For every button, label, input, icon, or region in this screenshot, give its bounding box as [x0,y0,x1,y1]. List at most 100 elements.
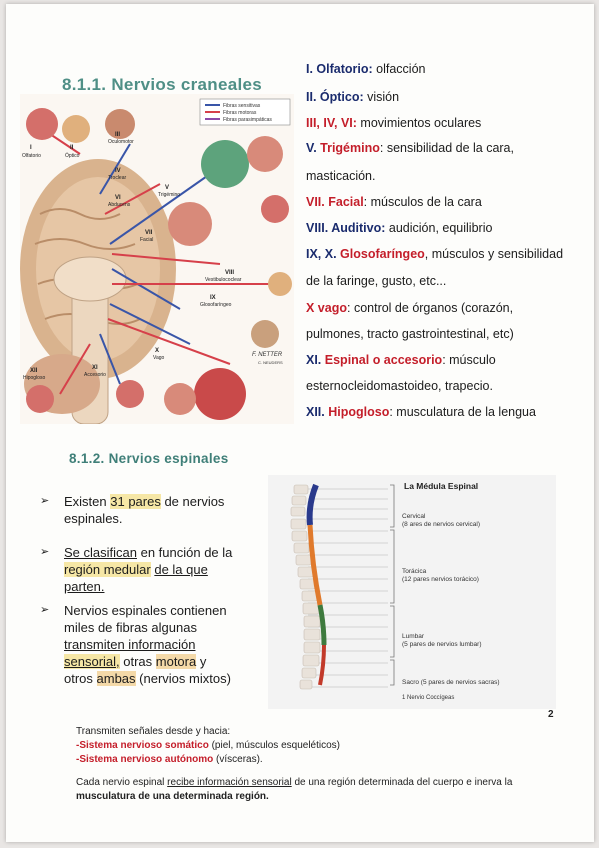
label-troclear: Troclear [108,175,126,181]
label-i: I [30,145,32,151]
label-x: X [155,348,159,354]
cn-text-13: esternocleidomastoideo, trapecio. [306,379,493,393]
label-facial: Facial [140,237,153,243]
cn-name-12: Espinal o accesorio [324,353,443,367]
cn-item-8: IX, X. Glosofaríngeo, músculos y sensibi… [306,247,563,261]
fig2-coccigeo: 1 Nervio Coccígeas [402,695,454,701]
para1-autonomic-desc: (vísceras). [213,754,263,765]
label-oculomotor: Oculomotor [108,139,134,145]
cranial-nerves-figure: Fibras sensitivas Fibras motoras Fibras … [20,94,294,424]
b1-highlight: 31 pares [110,494,161,509]
cn-text-10: : control de órganos (corazón, [347,301,514,315]
label-optico: Óptico [65,152,80,159]
cn-item-11: pulmones, tracto gastrointestinal, etc) [306,327,514,341]
cn-item-10: X vago: control de órganos (corazón, [306,301,513,315]
cn-item-1: I. Olfatorio: olfacción [306,62,425,76]
cn-num-14: XII. [306,405,329,419]
cn-text-4: : sensibilidad de la cara, [379,141,514,155]
bullet-pairs: ➢ Existen 31 pares de nervios espinales. [40,493,224,527]
artist-credit: C. NEUDERS [258,360,283,365]
b3-l4b: otras [119,654,156,669]
b3-l3: transmiten información [64,637,196,652]
cn-item-2: II. Óptico: visión [306,90,399,104]
b2-post: en función de la [136,545,233,560]
spinal-nerve-paragraph: Cada nervio espinal recibe información s… [76,776,576,804]
cn-item-12: XI. Espinal o accesorio: músculo [306,353,496,367]
cn-name-4: Trigémino [320,141,380,155]
label-vi: VI [115,195,121,201]
cn-num-3: III, IV, VI: [306,116,357,130]
cn-item-7: VIII. Auditivo: audición, equilibrio [306,221,492,235]
cn-item-5: masticación. [306,169,375,183]
b3-l1: Nervios espinales contienen [64,603,227,618]
cn-num-1: I. Olfatorio: [306,62,373,76]
fig2-lumbar-sub: (5 pares de nervios lumbar) [402,641,481,648]
cn-item-3: III, IV, VI: movimientos oculares [306,116,481,130]
para2-pre: Cada nervio espinal [76,777,168,788]
fig2-cervical-sub: (8 ares de nervios cervical) [402,521,480,528]
cn-item-14: XII. Hipogloso: musculatura de la lengua [306,405,536,419]
b1-post: de nervios [160,494,225,509]
cn-item-4: V. Trigémino: sensibilidad de la cara, [306,141,514,155]
para2-post: de una región determinada del cuerpo e i… [291,777,513,788]
bullet-arrow-icon: ➢ [40,546,50,558]
b3-l2: miles de fibras algunas [64,620,197,635]
artist-signature: F. NETTER [252,352,283,358]
cn-name-14: Hipogloso [328,405,390,419]
cn-text-8: , músculos y sensibilidad [424,247,564,261]
cn-num-10: X vago [306,301,347,315]
bullet-fibers: ➢ Nervios espinales contienen miles de fi… [40,602,231,687]
cn-text-12: : músculo [442,353,496,367]
b3-l4d: y [196,654,207,669]
fig2-cervical: Cervical [402,513,426,520]
label-abducens: Abducens [108,202,131,208]
label-iv: IV [115,168,121,174]
b3-l5: otros [64,671,97,686]
cn-text-5: masticación. [306,169,376,183]
cn-text-11: pulmones, tracto gastrointestinal, etc) [306,327,514,341]
spinal-cord-figure: La Médula Espinal Cervical (8 ares de ne… [268,475,556,709]
label-iii: III [115,132,120,138]
b2-underline3: parten. [64,579,105,594]
document-page: 8.1.1. Nervios craneales [6,4,594,842]
para1-autonomic: -Sistema nervioso autónomo [76,754,214,765]
section-title-spinal: 8.1.2. Nervios espinales [69,451,229,466]
cn-num-2: II. Óptico: [306,90,364,104]
cn-item-9: de la faringe, gusto, etc... [306,274,446,288]
section-title-cranial: 8.1.1. Nervios craneales [62,75,262,94]
b3-l5b: ambas [96,671,136,686]
b2-underline: Se clasifican [64,545,137,560]
b3-l4: sensorial, [64,654,120,669]
bullet-classify: ➢ Se clasifican en función de la región m… [40,544,232,595]
label-ix: IX [210,295,216,301]
label-viii: VIII [225,270,234,276]
label-trigemino: Trigémino [158,192,180,198]
legend-motor: Fibras motoras [223,110,257,116]
label-ii: II [70,145,74,151]
cn-text-7: audición, equilibrio [385,221,493,235]
cn-num-6: VII. [306,195,329,209]
cn-text-6: : músculos de la cara [363,195,482,209]
label-xii: XII [30,368,38,374]
cn-num-12: XI. [306,353,325,367]
b2-highlight: región medular [64,562,151,577]
cn-name-8: Glosofaríngeo [340,247,425,261]
fig2-toracica-sub: (12 pares nervios torácico) [402,576,479,583]
bullet-arrow-icon: ➢ [40,604,50,616]
b1-line2: espinales. [64,511,123,526]
cn-text-14: : musculatura de la lengua [389,405,536,419]
cn-text-3: movimientos oculares [356,116,482,130]
b3-l5c: (nervios mixtos) [135,671,231,686]
para1-somatic: -Sistema nervioso somático [76,740,209,751]
bullet-arrow-icon: ➢ [40,495,50,507]
label-accesorio: Accesorio [84,372,106,378]
label-vago: Vago [153,355,165,361]
label-xi: XI [92,365,98,371]
fig2-toracica: Torácica [402,568,427,575]
b2-underline2: de la que [154,562,208,577]
b1-pre: Existen [64,494,111,509]
cn-num-4: V. [306,141,321,155]
para2-underline: recibe información sensorial [167,777,292,788]
cn-item-13: esternocleidomastoideo, trapecio. [306,379,493,393]
b3-l4c: motora [155,654,197,669]
